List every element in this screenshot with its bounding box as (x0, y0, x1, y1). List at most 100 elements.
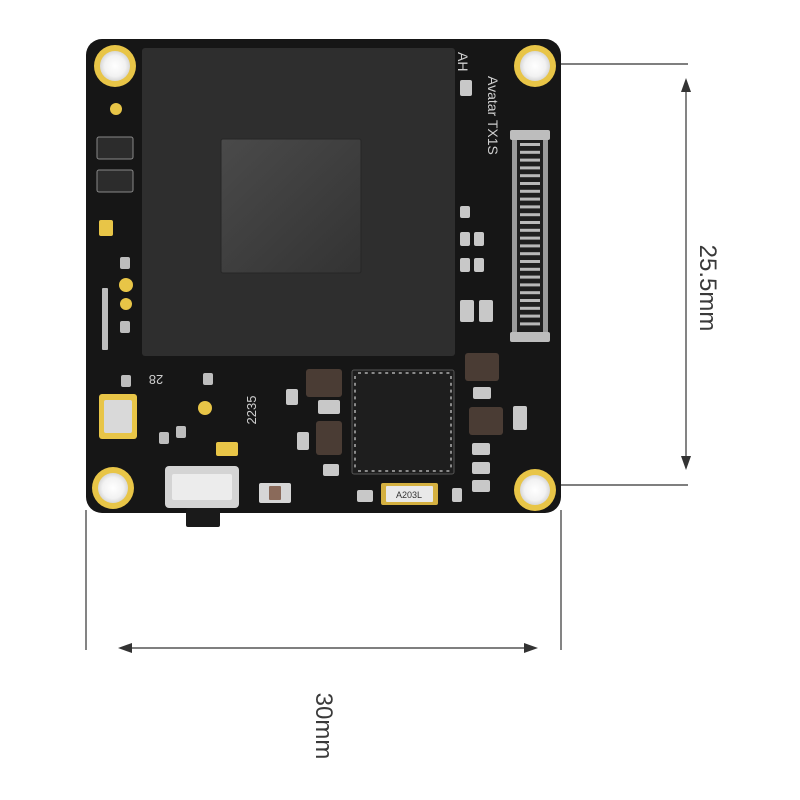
connector-pin (520, 283, 540, 287)
height-arrow-head-bottom (681, 456, 691, 470)
qfn-pad (450, 376, 452, 379)
qfn-pad (426, 470, 429, 472)
small-pad (203, 373, 213, 385)
qfn-pad (392, 372, 395, 374)
connector-pin (520, 299, 540, 302)
qfn-pad (446, 470, 450, 472)
dimension-lines (85, 63, 691, 653)
inductor-4 (469, 407, 503, 435)
fpc-connector (510, 130, 550, 342)
connector-pin (520, 322, 540, 326)
qfn-pad (405, 470, 409, 472)
qfn-pad (354, 396, 356, 400)
qfn-pad (354, 416, 356, 420)
connector-pin (520, 205, 540, 209)
qfn-pad (432, 372, 436, 374)
mounting-hole-top-right (514, 45, 556, 87)
qfn-pad (358, 470, 361, 472)
silkscreen-model: Avatar TX1S (485, 76, 501, 155)
qfn-pad (358, 372, 361, 374)
qfn-pad (354, 423, 356, 427)
qfn-pad (446, 372, 450, 374)
qfn-pad (450, 416, 452, 420)
status-led (259, 483, 291, 503)
inductor-3 (465, 353, 499, 381)
qfn-pad (364, 372, 368, 374)
connector-pin (520, 197, 540, 201)
qfn-pad (354, 410, 356, 413)
qfn-pad (371, 470, 375, 472)
height-arrow-head-top (681, 78, 691, 92)
jst-connector (165, 466, 239, 527)
connector-pin (520, 267, 540, 271)
connector-pin (520, 228, 540, 232)
qfn-pad (378, 470, 382, 472)
connector-pin (520, 291, 540, 295)
qfn-pad (419, 470, 423, 472)
qfn-pad (450, 437, 452, 441)
mounting-hole-top-left (94, 45, 136, 87)
qfn-pad (354, 430, 356, 434)
qfn-pad (385, 470, 389, 472)
qfn-pad (412, 470, 416, 472)
qfn-pad (450, 389, 452, 393)
connector-pin (520, 260, 540, 263)
inductor-2 (316, 421, 342, 455)
test-pad (198, 401, 212, 415)
qfn-pad (450, 464, 452, 468)
qfn-pad (450, 410, 452, 413)
processor-die (220, 138, 362, 274)
qfn-pad (354, 403, 356, 407)
connector-pin (520, 314, 540, 318)
passive-components (286, 80, 527, 502)
connector-pin (520, 275, 540, 279)
qfn-pad (450, 444, 452, 447)
small-pad (176, 426, 186, 438)
connector-pin (520, 236, 540, 240)
qfn-pad (419, 372, 423, 374)
qfn-pad (398, 372, 402, 374)
qfn-pad (354, 376, 356, 379)
qfn-pad (426, 372, 429, 374)
connector-pin (520, 189, 540, 193)
qfn-pad (450, 382, 452, 386)
qfn-pad (439, 372, 443, 374)
connector-pin (520, 158, 540, 162)
connector-pin (520, 174, 540, 178)
qfn-pad (354, 437, 356, 441)
silkscreen-28: 28 (149, 372, 163, 387)
qfn-pad (450, 423, 452, 427)
width-dimension-label: 30mm (310, 693, 337, 760)
qfn-pad (354, 444, 356, 447)
connector-pin (520, 143, 540, 146)
width-arrow-head-left (118, 643, 132, 653)
connector-pin (520, 150, 540, 154)
qfn-pad (392, 470, 395, 472)
connector-pin (520, 166, 540, 170)
mounting-hole-bottom-right (514, 469, 556, 511)
qfn-pad (354, 457, 356, 461)
chip-marking: A203L (396, 490, 422, 500)
mounting-hole-bottom-left (92, 467, 134, 509)
connector-pin (520, 244, 540, 248)
qfn-pad (450, 403, 452, 407)
qfn-pad (354, 389, 356, 393)
connector-pin (520, 221, 540, 224)
width-arrow-head-right (524, 643, 538, 653)
qfn-pad (354, 464, 356, 468)
connector-pin (520, 182, 540, 185)
qfn-pad (439, 470, 443, 472)
qfn-pad (450, 430, 452, 434)
qfn-pad (432, 470, 436, 472)
solder-pad (216, 442, 238, 456)
qfn-pad (405, 372, 409, 374)
silkscreen-ah: AH (455, 52, 471, 71)
qfn-pad (371, 372, 375, 374)
qfn-pad (354, 450, 356, 454)
connector-pin (520, 213, 540, 217)
qfn-pad (450, 396, 452, 400)
inductor-1 (306, 369, 342, 397)
silkscreen-date-code: 2235 (244, 396, 259, 425)
small-pad (159, 432, 169, 444)
